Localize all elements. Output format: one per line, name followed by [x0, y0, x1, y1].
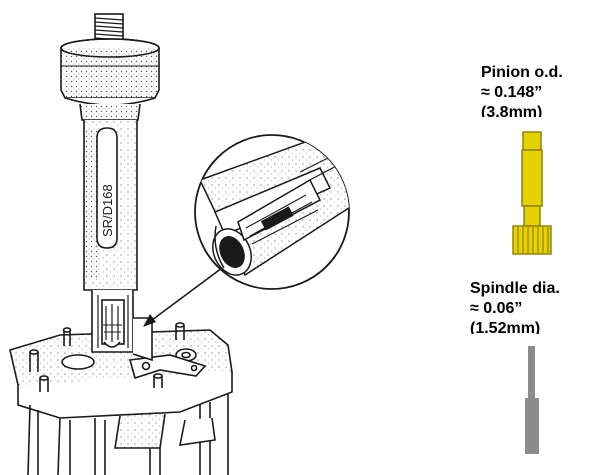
- pinion-illustration: [512, 131, 552, 255]
- spindle-dia-metric: (1.52mm): [470, 320, 541, 334]
- pinion-od-approx-inches: ≈ 0.148”: [481, 84, 543, 101]
- movement-holder-base: [9, 322, 233, 475]
- spindle-dia-heading: Spindle dia.: [470, 280, 560, 297]
- detail-pointer-arrow: [143, 267, 223, 327]
- pinion-od-heading: Pinion o.d.: [481, 64, 563, 81]
- tool-marking: SR/D168: [100, 184, 115, 237]
- spindle-dia-approx-inches: ≈ 0.06”: [470, 300, 523, 317]
- pinion-od-metric: (3.8mm): [481, 104, 543, 117]
- magnified-detail: [194, 134, 350, 290]
- staking-tool: [60, 13, 160, 362]
- spindle-illustration: [525, 346, 539, 454]
